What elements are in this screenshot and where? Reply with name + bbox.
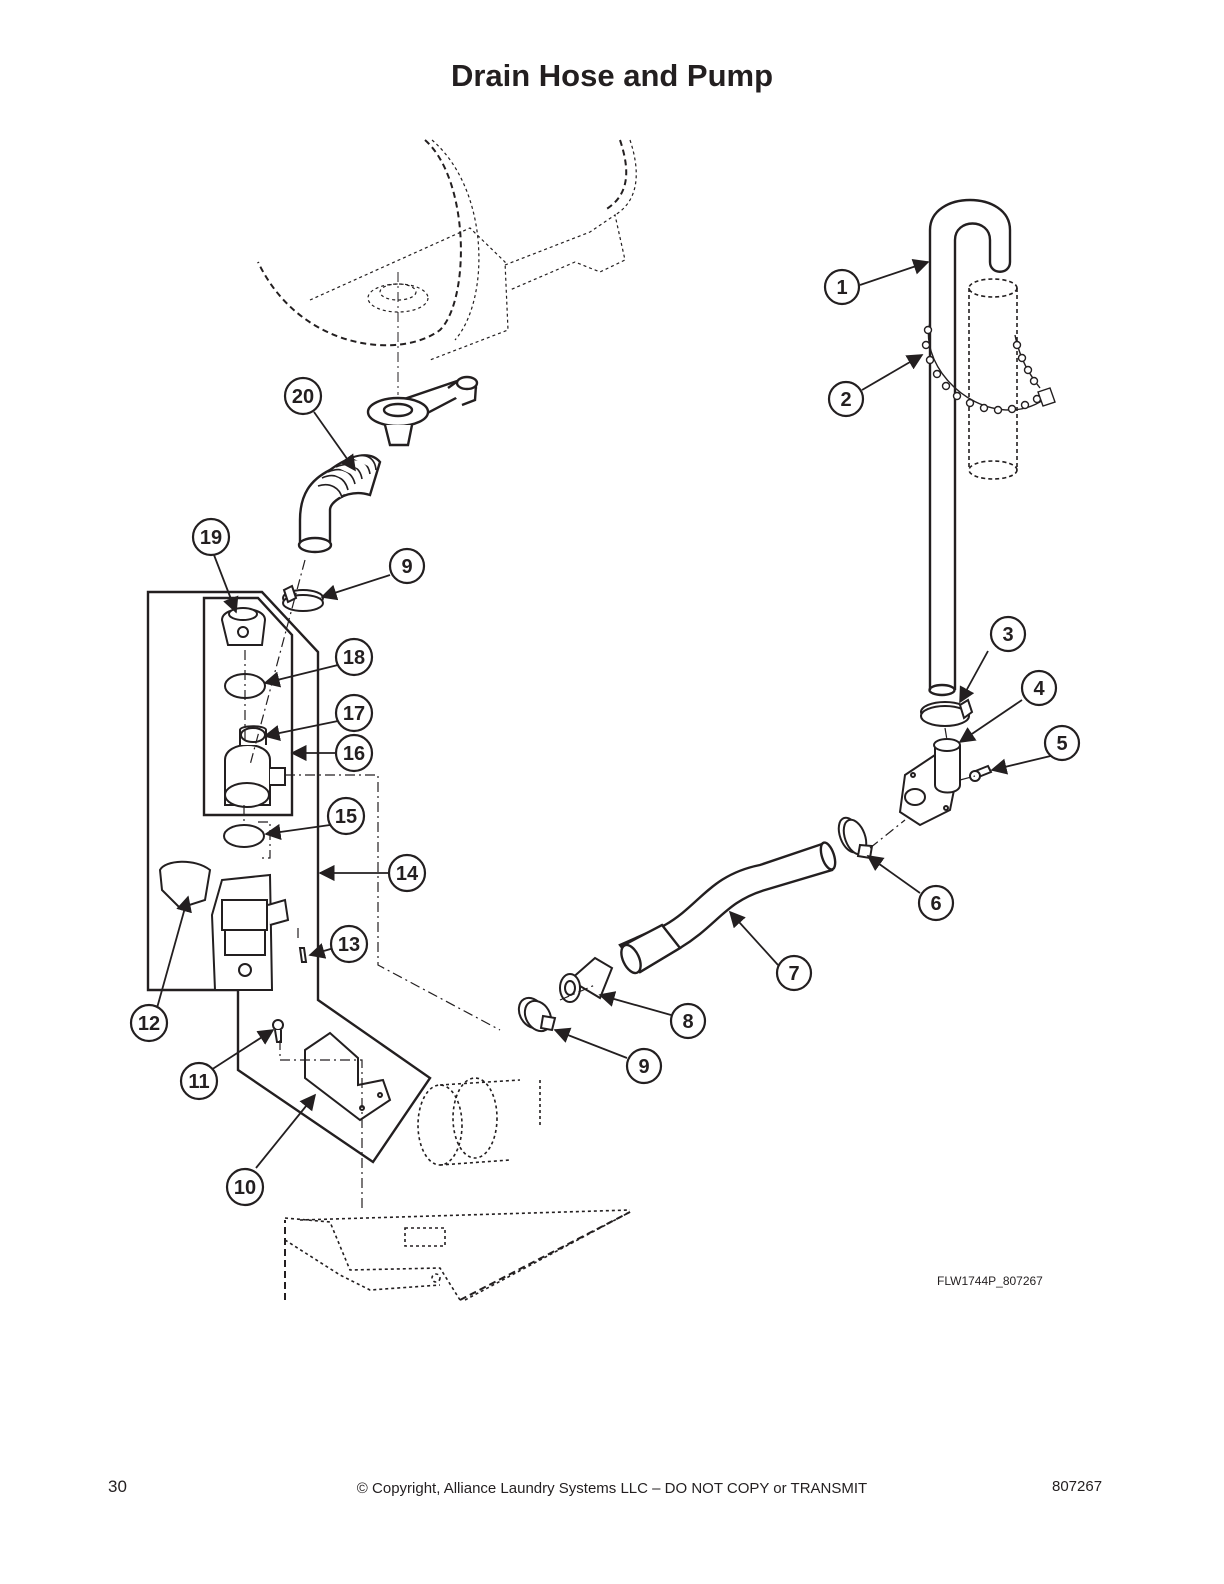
callout-3-label: 3: [1002, 624, 1013, 646]
callout-11: 11: [179, 1061, 219, 1101]
callout-8-label: 8: [682, 1011, 693, 1033]
callout-17: 17: [334, 693, 374, 733]
copyright-notice: © Copyright, Alliance Laundry Systems LL…: [356, 1480, 868, 1497]
callout-3: 3: [989, 615, 1027, 653]
callout-7-label: 7: [788, 963, 799, 985]
callout-12: 12: [129, 1003, 169, 1043]
callout-7: 7: [775, 954, 813, 992]
hose-clamp: [517, 996, 557, 1033]
callout-9-upper: 9: [388, 547, 426, 585]
callout-13: 13: [329, 924, 369, 964]
callout-1: 1: [823, 268, 861, 306]
callout-6: 6: [917, 884, 955, 922]
callout-12-label: 12: [138, 1013, 160, 1035]
tub-outline: [257, 139, 637, 395]
callout-17-label: 17: [343, 703, 365, 725]
callout-18-label: 18: [343, 647, 365, 669]
callout-5: 5: [1043, 724, 1081, 762]
hose-clamp: [920, 698, 974, 727]
callout-19: 19: [191, 517, 231, 557]
pump-parts: [158, 607, 392, 1122]
drain-outlet-fitting: [898, 738, 993, 827]
callout-2-label: 2: [840, 389, 851, 411]
callout-2: 2: [827, 380, 865, 418]
callout-16-label: 16: [343, 743, 365, 765]
callout-8: 8: [669, 1002, 707, 1040]
drain-hose-hook: [928, 198, 1012, 697]
callout-15-label: 15: [335, 806, 357, 828]
callout-15: 15: [326, 796, 366, 836]
tub-drain-hose: [297, 375, 479, 554]
callout-20-label: 20: [292, 386, 314, 408]
hose-clamp: [837, 816, 874, 860]
callout-14-label: 14: [396, 863, 419, 885]
callout-4: 4: [1020, 669, 1058, 707]
callout-10-label: 10: [234, 1177, 256, 1199]
callout-9-lower-label: 9: [638, 1056, 649, 1078]
callout-1-label: 1: [836, 277, 847, 299]
page-title: Drain Hose and Pump: [450, 58, 774, 93]
callout-9-upper-label: 9: [401, 556, 412, 578]
callout-4-label: 4: [1033, 678, 1045, 700]
base-frame-edges: [284, 1211, 631, 1301]
callout-arrows: [156, 258, 1060, 1169]
callout-11-label: 11: [188, 1071, 209, 1093]
callout-9-lower: 9: [625, 1047, 663, 1085]
drain-hose: [618, 841, 837, 975]
callout-5-label: 5: [1056, 733, 1067, 755]
callout-10: 10: [225, 1167, 265, 1207]
alignment-leaders: [243, 559, 976, 1210]
bead-chain: [921, 321, 1056, 415]
check-valve: [559, 956, 614, 1003]
callout-16: 16: [334, 733, 374, 773]
document-number: 807267: [1052, 1478, 1103, 1495]
drawing-code: FLW1744P_807267: [937, 1274, 1043, 1288]
callout-14: 14: [387, 853, 427, 893]
base-frame-outline: [284, 1077, 631, 1301]
callout-18: 18: [334, 637, 374, 677]
hose-clamp: [282, 584, 324, 612]
callout-19-label: 19: [200, 527, 222, 549]
page-number: 30: [108, 1477, 127, 1496]
pump-assembly-bracket: [146, 590, 432, 1164]
standpipe-outline: [968, 278, 1018, 480]
callout-13-label: 13: [338, 934, 360, 956]
callout-20: 20: [283, 376, 323, 416]
callout-6-label: 6: [930, 893, 941, 915]
